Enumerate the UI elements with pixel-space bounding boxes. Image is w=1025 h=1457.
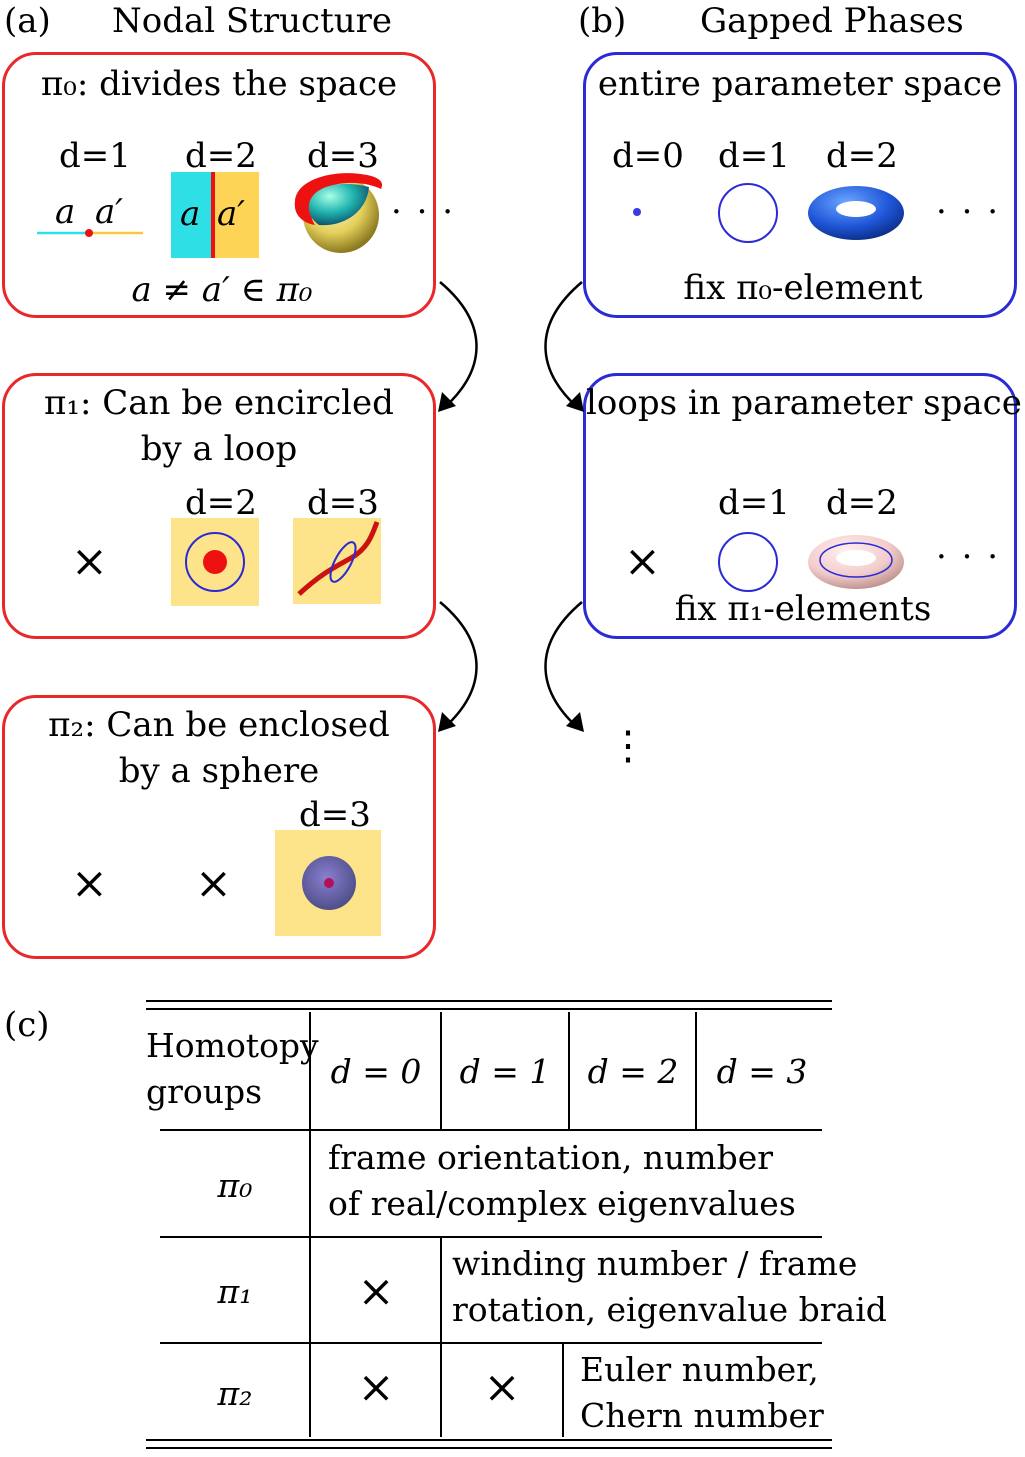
circle-loop-d1 — [718, 532, 778, 592]
nodal-plane-d2 — [171, 172, 259, 258]
row-pi1-text-line1: winding number / frame — [452, 1244, 858, 1283]
panel-b-title: Gapped Phases — [700, 1, 964, 41]
d-label: d=2 — [826, 136, 898, 176]
cross-icon: × — [357, 1362, 395, 1413]
nodal-pi2-title-line1: π₂: Can be enclosed — [48, 705, 390, 745]
table-divider — [568, 1012, 570, 1131]
d-label: d=2 — [826, 483, 898, 523]
nodal-sphere-d3 — [294, 173, 383, 253]
arrow-icon — [438, 601, 478, 732]
ellipsis: · · · — [936, 537, 1001, 577]
d-label: d=3 — [307, 483, 379, 523]
label-a-prime: a′ — [217, 194, 245, 234]
row-pi0-text-line1: frame orientation, number — [328, 1138, 774, 1177]
nodal-pi2-title-line2: by a sphere — [118, 751, 320, 791]
header-homotopy: Homotopy — [146, 1026, 319, 1065]
label-a-prime: a′ — [95, 192, 123, 232]
gapped-pi1-caption: fix π₁-elements — [674, 589, 932, 629]
point-node-loop-d2 — [171, 518, 259, 606]
table-divider — [309, 1343, 311, 1437]
header-groups: groups — [146, 1072, 263, 1111]
gapped-pi1-title: loops in parameter space — [586, 383, 1022, 423]
d-label: d=3 — [307, 136, 379, 176]
table-divider — [440, 1343, 442, 1437]
row-pi1-text-line2: rotation, eigenvalue braid — [452, 1290, 887, 1329]
arrow-icon — [544, 601, 584, 732]
d-label: d=1 — [59, 136, 131, 176]
cross-icon: × — [195, 858, 232, 909]
gapped-pi0-title: entire parameter space — [597, 64, 1003, 104]
nodal-pi1-title-line1: π₁: Can be encircled — [44, 383, 394, 423]
cross-icon: × — [71, 536, 108, 587]
table-divider — [440, 1012, 442, 1131]
table-divider — [562, 1343, 564, 1437]
table-bottom-rule — [146, 1447, 832, 1449]
nodal-pi1-box: π₁: Can be encircled by a loop d=2 d=3 × — [2, 373, 436, 639]
torus-loop-d2 — [808, 535, 904, 589]
circle-space-d1 — [718, 183, 778, 243]
table-row-rule — [160, 1236, 822, 1238]
panel-b-label: (b) — [578, 1, 627, 41]
cross-icon: × — [624, 536, 661, 587]
panel-a-title: Nodal Structure — [112, 1, 393, 41]
cross-icon: × — [71, 858, 108, 909]
nodal-pi1-title-line2: by a loop — [140, 429, 298, 469]
row-group-pi1: π₁ — [217, 1272, 253, 1311]
nodal-pi0-box: π₀: divides the space d=1 d=2 d=3 a a′ a… — [2, 52, 453, 318]
cross-icon: × — [357, 1266, 395, 1317]
row-pi2-text-line1: Euler number, — [580, 1350, 819, 1389]
header-d0: d = 0 — [330, 1052, 422, 1091]
gapped-pi0-box: entire parameter space d=0 d=1 d=2 · · ·… — [583, 52, 1017, 318]
panel-c-label: (c) — [4, 1005, 50, 1045]
panel-a-label: (a) — [4, 1, 51, 41]
nodal-pi2-box: π₂: Can be enclosed by a sphere d=3 × × — [2, 695, 436, 959]
table-bottom-rule — [146, 1439, 832, 1441]
row-group-pi2: π₂ — [217, 1374, 253, 1413]
table-row-rule — [160, 1342, 822, 1344]
vertical-ellipsis: ⋮ — [608, 723, 648, 769]
d-label: d=0 — [612, 136, 684, 176]
ellipsis: · · · — [391, 192, 456, 232]
d-label: d=1 — [718, 483, 790, 523]
header-d3: d = 3 — [716, 1052, 808, 1091]
cross-icon: × — [483, 1362, 521, 1413]
row-group-pi0: π₀ — [217, 1166, 253, 1205]
table-divider — [309, 1130, 311, 1238]
nodal-pi0-caption: a ≠ a′ ∈ π₀ — [131, 270, 313, 310]
d-label: d=2 — [185, 483, 257, 523]
header-d2: d = 2 — [587, 1052, 679, 1091]
ellipsis: · · · — [936, 192, 1001, 232]
d-label: d=3 — [299, 795, 371, 835]
torus-space-d2 — [808, 186, 904, 240]
nodal-line-d1 — [37, 229, 143, 237]
label-a: a — [55, 192, 76, 232]
point-node-sphere-d3 — [275, 830, 381, 936]
table-divider — [695, 1012, 697, 1131]
d-label: d=2 — [185, 136, 257, 176]
row-pi2-text-line2: Chern number — [580, 1396, 824, 1435]
gapped-pi0-caption: fix π₀-element — [683, 268, 923, 308]
point-space-d0 — [633, 208, 641, 216]
table-top-rule — [146, 1008, 832, 1010]
table-divider — [309, 1237, 311, 1343]
header-d1: d = 1 — [459, 1052, 551, 1091]
table-row-rule — [160, 1129, 822, 1131]
table-divider — [440, 1237, 442, 1343]
arrow-icon — [544, 281, 584, 412]
nodal-pi0-title: π₀: divides the space — [40, 64, 398, 104]
label-a: a — [180, 194, 201, 234]
table-top-rule — [146, 1000, 832, 1002]
gapped-pi1-box: loops in parameter space d=1 d=2 × · · ·… — [583, 373, 1022, 639]
row-pi0-text-line2: of real/complex eigenvalues — [328, 1184, 796, 1223]
arrow-icon — [438, 281, 478, 412]
d-label: d=1 — [718, 136, 790, 176]
line-node-loop-d3 — [293, 518, 381, 604]
table-divider — [309, 1012, 311, 1131]
